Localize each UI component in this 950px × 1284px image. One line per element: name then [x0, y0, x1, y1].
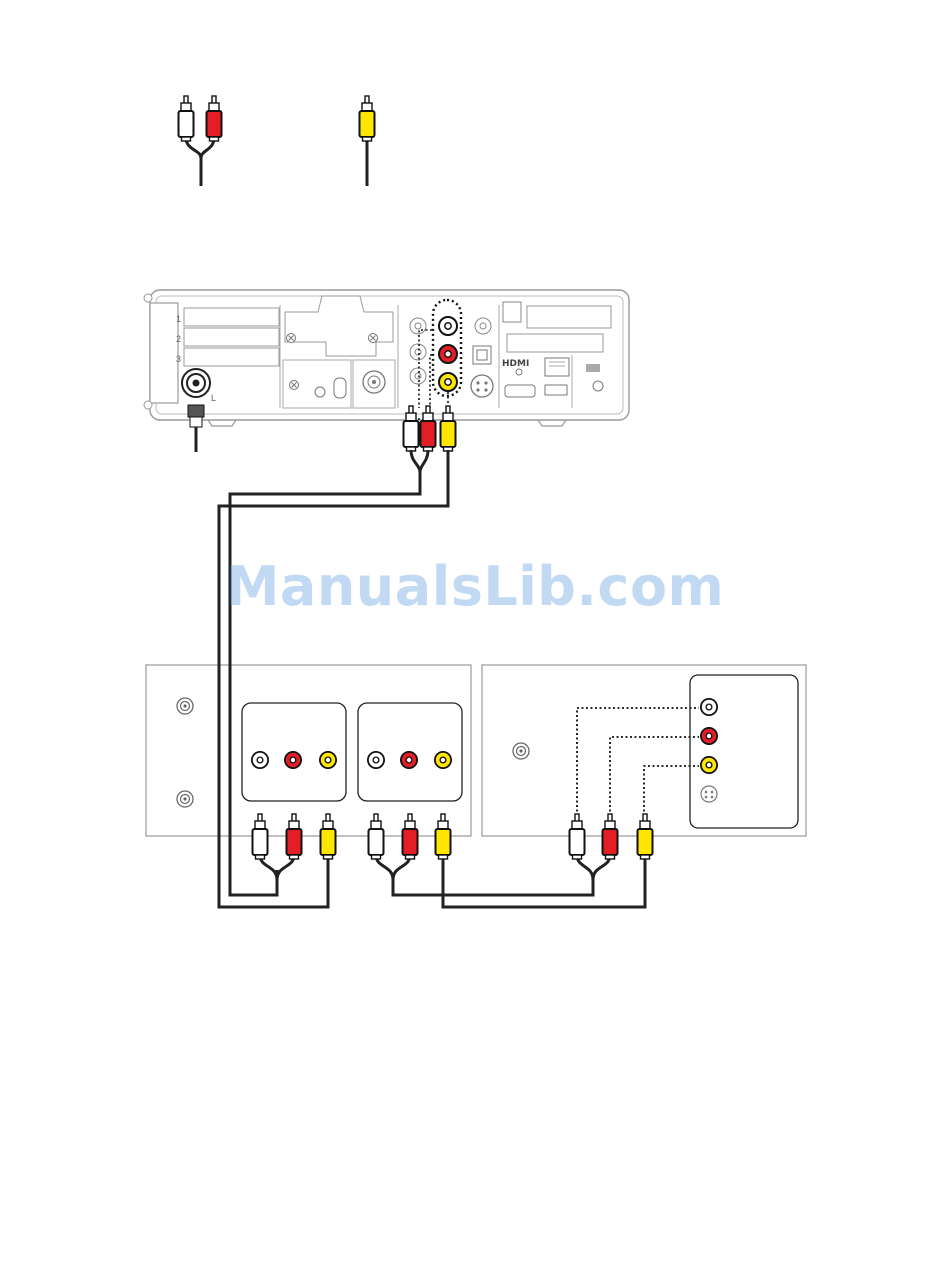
tv-white-jack[interactable] [701, 699, 717, 715]
usb-port-icon [545, 385, 567, 395]
audio-left-jack[interactable] [439, 317, 457, 335]
slot-label-1: 1 [176, 314, 181, 324]
antenna-out-jack[interactable] [177, 791, 193, 807]
white-plug-icon [179, 96, 194, 141]
tv-red-plug [603, 814, 618, 859]
vcr-in-yellow-jack[interactable] [320, 752, 336, 768]
vcr-out-yellow-jack[interactable] [435, 752, 451, 768]
box-white-plug [404, 406, 419, 451]
video-rca-cable-icon [360, 96, 375, 186]
screw-icon [287, 334, 296, 343]
audio-rca-cable-icon [179, 96, 222, 186]
tv-input-panel [690, 675, 798, 828]
watermark: ManualsLib.com [0, 555, 950, 618]
vcr-out-yellow-plug [436, 814, 451, 859]
coax-label: L [211, 393, 216, 403]
optical-port-icon [473, 346, 491, 364]
tv-yellow-jack[interactable] [701, 757, 717, 773]
antenna-in-jack[interactable] [177, 698, 193, 714]
tv-antenna-jack[interactable] [513, 743, 529, 759]
hdmi-label: HDMI [502, 359, 529, 369]
vcr-device [146, 665, 471, 836]
card-slots: 1 2 3 [176, 308, 279, 366]
red-plug-icon [207, 96, 222, 141]
vcr-out-white-jack[interactable] [368, 752, 384, 768]
vcr-in-red-jack[interactable] [285, 752, 301, 768]
set-top-box-rear-panel: 1 2 3 L [144, 290, 629, 452]
box-red-plug [421, 406, 436, 451]
screw-icon [290, 381, 299, 390]
audio-right-jack[interactable] [439, 345, 457, 363]
screw-icon [369, 334, 378, 343]
video-out-jack[interactable] [439, 373, 457, 391]
tv-white-plug [570, 814, 585, 859]
vcr-in-white-jack[interactable] [252, 752, 268, 768]
vcr-out-red-jack[interactable] [401, 752, 417, 768]
vcr-out-red-plug [403, 814, 418, 859]
vcr-out-white-plug [369, 814, 384, 859]
vcr-in-yellow-plug [321, 814, 336, 859]
box-yellow-plug [441, 406, 456, 451]
svideo-port-icon [701, 786, 717, 802]
vcr-in-red-plug [287, 814, 302, 859]
yellow-plug-icon [360, 96, 375, 141]
ethernet-port-icon [545, 358, 569, 376]
tv-device [482, 665, 806, 836]
svideo-port-icon [471, 375, 493, 397]
tv-red-jack[interactable] [701, 728, 717, 744]
vcr-in-white-plug [253, 814, 268, 859]
slot-label-3: 3 [176, 354, 181, 364]
tv-yellow-plug [638, 814, 653, 859]
slot-label-2: 2 [176, 334, 181, 344]
coax-out-icon [363, 371, 385, 393]
